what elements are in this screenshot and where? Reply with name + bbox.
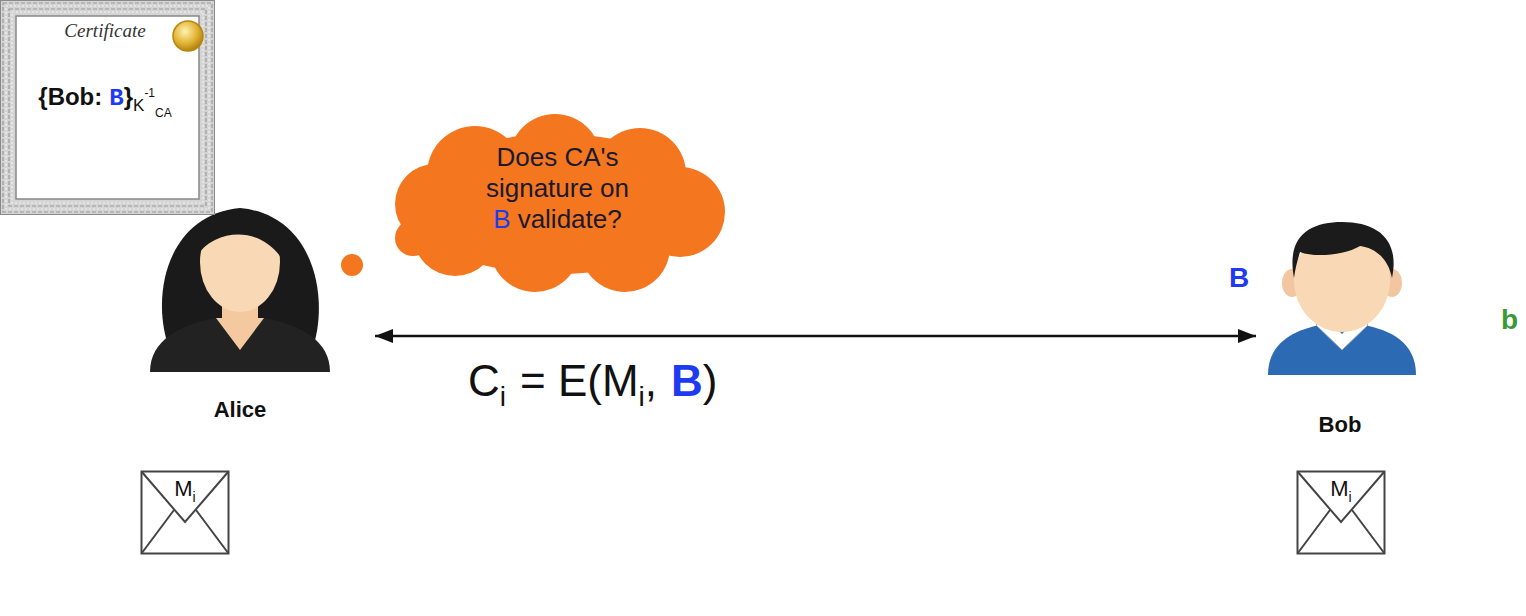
gold-seal [173,21,203,51]
node-text: Mi [155,476,215,505]
text-line: {Bob: B}K-1CA [12,78,198,128]
cert-k: K [133,96,144,115]
cert-key: B [109,85,123,112]
node-text: Certificate {Bob: B}K-1CA [12,20,198,128]
eq-gap: = E(M [520,356,639,405]
cert-brace: } [124,83,133,110]
eq-sub: i [500,381,506,412]
key-priv: b [1501,304,1518,335]
node-text: Alice [180,397,300,423]
key-pub: B [1229,262,1249,293]
guilloche-ring [9,9,206,206]
cloud-text: validate? [518,204,622,234]
cloud-key: B [493,204,510,234]
node-text: Does CA's signature onBvalidate? [455,142,660,235]
cert-brace: { [38,83,47,110]
certificate-border [0,0,215,215]
bob-person: Bob [1256,225,1416,440]
env-m: M [174,476,192,501]
node-text: Bob [1280,412,1400,438]
certificate: Certificate {Bob: B}K-1CA [0,0,215,215]
eq-main: , [645,356,657,405]
env-m: M [1330,476,1348,501]
bangs [196,210,287,264]
ciphertext-equation: Ci= E(Mi,B) [468,356,718,413]
node-text: Mi [1311,476,1371,505]
cloud-text: Does CA's signature on [486,142,629,203]
text-line: Mi [1311,476,1371,505]
message-envelope: Mi [140,470,230,555]
text-line: Mi [155,476,215,505]
cert-bob: Bob [48,83,95,110]
envelope-fold [142,510,229,554]
text-line: Certificate [12,20,198,42]
neckline [216,318,264,350]
cert-title: Certificate [64,20,145,41]
env-i: i [1349,489,1352,505]
eq-sub: i [639,381,645,412]
thought-bubble [341,254,363,276]
eq-main: ) [703,356,718,405]
public-key-label: B [1229,262,1249,294]
person-label: Alice [214,397,267,422]
guilloche-ring [12,12,203,203]
dress [150,318,330,372]
envelope-fold [1298,510,1385,554]
eq-key: B [671,356,703,405]
alice-figure [150,208,330,372]
env-i: i [193,489,196,505]
message-channel-arrow [375,335,1256,338]
private-key-label: b [1501,304,1518,336]
cert-ca: CA [155,106,172,120]
cloud-puff [395,164,475,244]
text-line: Bvalidate? [455,204,660,235]
guilloche-ring [3,3,212,212]
eq-main: C [468,356,500,405]
certificate-paper [16,16,199,199]
cert-sup: -1 [144,86,155,100]
message-envelope: Mi [1296,470,1386,555]
cert-colon: : [94,83,102,110]
bob-figure [1268,222,1416,375]
envelope-flap [1298,472,1385,523]
guilloche-ring [6,6,209,209]
alice-person: Alice [145,200,375,425]
text-line: Does CA's signature on [455,142,660,204]
text-line: Bob [1280,412,1400,438]
envelope-flap [142,472,229,523]
hair [1292,222,1393,278]
envelope-body [142,472,229,554]
text-line: Alice [180,397,300,423]
thought-cloud: Does CA's signature onBvalidate? [385,112,730,297]
person-label: Bob [1319,412,1362,437]
envelope-body [1298,472,1385,554]
